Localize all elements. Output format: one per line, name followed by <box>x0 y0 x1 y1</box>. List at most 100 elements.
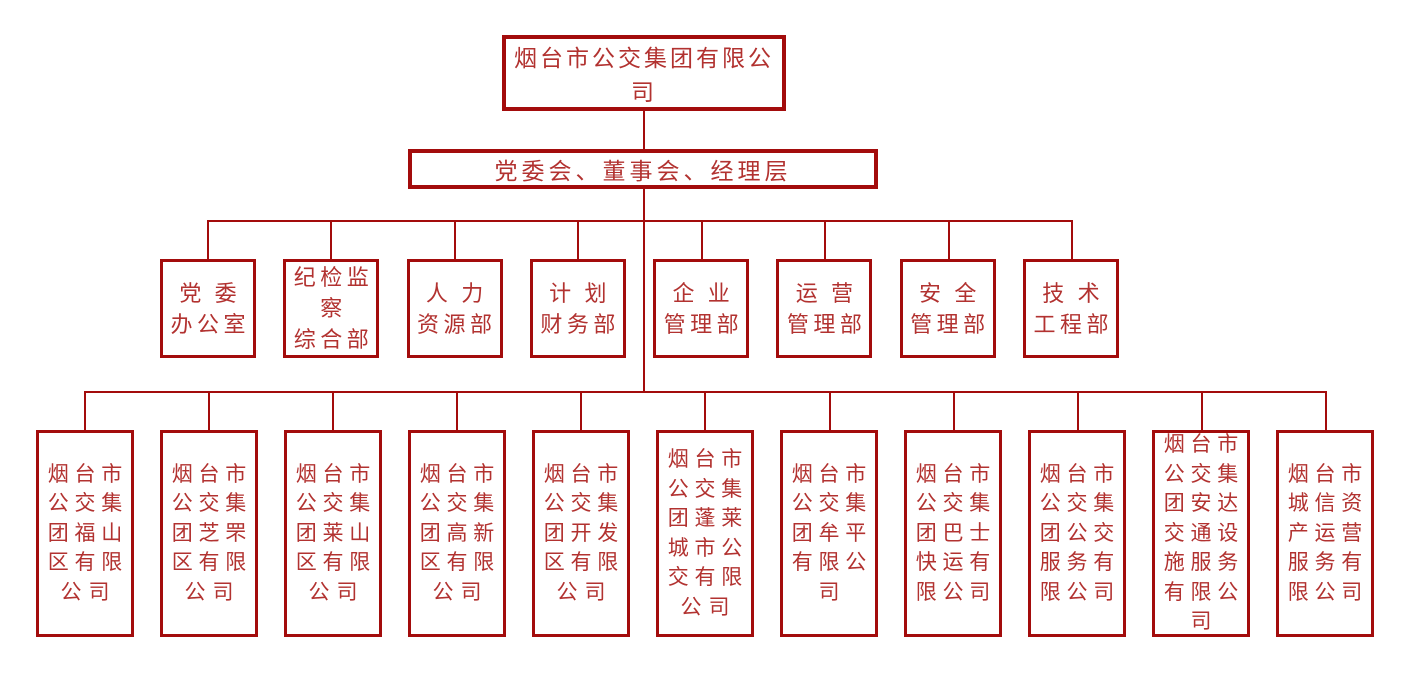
node-text-line: 公交集 <box>47 491 123 516</box>
node-text-line: 察 <box>320 296 343 321</box>
node-text-line: 公司 <box>308 579 358 604</box>
node-text-line: 团蓬莱 <box>667 506 743 530</box>
connector-drop <box>456 393 459 430</box>
node-text-line: 企业 <box>672 280 730 306</box>
subsidiary-node: 烟台市公交集团莱山区有限公司 <box>284 430 382 637</box>
node-text-line: 运营 <box>795 280 854 306</box>
node-text-line: 交通设 <box>1163 520 1239 545</box>
connector-drop <box>1200 393 1203 430</box>
connector-drop <box>580 393 583 430</box>
org-node-governance-label: 党委会、董事会、经理层 <box>494 159 792 184</box>
connector-drop <box>824 222 827 259</box>
node-text-line: 司 <box>818 579 840 604</box>
node-text-line: 区有限 <box>47 550 123 575</box>
node-text-line: 团公交 <box>1039 520 1115 545</box>
node-text-line: 施服务 <box>1163 550 1239 575</box>
node-text-line: 服务有 <box>1287 550 1363 575</box>
node-text-line: 公司 <box>680 594 730 619</box>
connector-root-governance <box>643 110 645 149</box>
department-node: 计划财务部 <box>529 259 626 358</box>
connector-drop <box>207 222 209 259</box>
connector-department-drops <box>207 222 1073 259</box>
node-text-line: 烟台市 <box>1287 461 1363 486</box>
node-text-line: 管理部 <box>910 311 986 337</box>
node-text-line: 团高新 <box>419 520 495 545</box>
node-text-line: 团芝罘 <box>171 520 247 545</box>
node-text-line: 公交集 <box>1039 491 1115 516</box>
node-text-line: 管理部 <box>663 311 739 337</box>
connector-departments-hline <box>207 220 1073 222</box>
department-node: 纪检监察综合部 <box>283 259 380 358</box>
node-text-line: 公司 <box>556 579 606 604</box>
node-text-line: 公交集 <box>915 491 991 516</box>
node-text-line: 城信资 <box>1287 491 1363 516</box>
node-text-line: 烟台市 <box>295 461 371 486</box>
subsidiary-node: 烟台市公交集团牟平有限公司 <box>780 430 878 637</box>
node-text-line: 团巴士 <box>915 520 991 545</box>
subsidiary-node: 烟台市公交集团芝罘区有限公司 <box>160 430 258 637</box>
node-text-line: 团开发 <box>543 520 619 545</box>
node-text-line: 限公司 <box>1287 579 1363 604</box>
node-text-line: 城市公 <box>667 535 743 560</box>
subsidiaries-row: 烟台市公交集团福山区有限公司烟台市公交集团芝罘区有限公司烟台市公交集团莱山区有限… <box>36 430 1374 637</box>
node-text-line: 团莱山 <box>295 520 371 545</box>
node-text-line: 烟台市 <box>171 461 247 486</box>
connector-drop <box>330 222 333 259</box>
connector-drop <box>332 393 335 430</box>
node-text-line: 公交集 <box>171 491 247 516</box>
subsidiary-node: 烟台市公交集团开发区有限公司 <box>532 430 630 637</box>
subsidiary-node: 烟台市公交集团安达交通设施服务有限公司 <box>1152 430 1250 637</box>
node-text-line: 公交集 <box>543 491 619 516</box>
node-text-line: 技术 <box>1042 280 1100 306</box>
node-text-line: 区有限 <box>171 550 247 575</box>
org-node-root: 烟台市公交集团有限公司 <box>502 35 786 111</box>
node-text-line: 公交集 <box>295 491 371 516</box>
connector-subsidiaries-hline <box>84 391 1327 393</box>
connector-drop <box>208 393 211 430</box>
connector-drop <box>1070 222 1073 259</box>
node-text-line: 烟台市 <box>543 461 619 486</box>
department-node: 人力资源部 <box>406 259 503 358</box>
connector-drop <box>828 393 831 430</box>
department-node: 党委办公室 <box>160 259 256 358</box>
node-text-line: 烟台市 <box>1039 461 1115 486</box>
departments-row: 党委办公室纪检监察综合部人力资源部计划财务部企业管理部运营管理部安全管理部技术工… <box>160 259 1119 358</box>
node-text-line: 公交集 <box>1163 461 1239 486</box>
connector-drop <box>1076 393 1079 430</box>
node-text-line: 公司 <box>432 579 482 604</box>
department-node: 安全管理部 <box>899 259 996 358</box>
node-text-line: 限公司 <box>1039 579 1115 604</box>
node-text-line: 资源部 <box>417 311 493 337</box>
connector-subsidiary-drops <box>84 393 1327 430</box>
node-text-line: 工程部 <box>1033 311 1109 337</box>
node-text-line: 区有限 <box>419 550 495 575</box>
department-node: 运营管理部 <box>776 259 873 358</box>
node-text-line: 司 <box>1190 609 1212 634</box>
node-text-line: 公交集 <box>791 491 867 516</box>
node-text-line: 公司 <box>60 579 110 604</box>
node-text-line: 公交集 <box>419 491 495 516</box>
connector-drop <box>453 222 456 259</box>
node-text-line: 服务有 <box>1039 550 1115 575</box>
connector-drop <box>1324 393 1327 430</box>
node-text-line: 限公司 <box>915 579 991 604</box>
node-text-line: 烟台市 <box>667 447 743 471</box>
node-text-line: 团牟平 <box>791 520 867 545</box>
org-node-root-label: 烟台市公交集团有限公司 <box>514 46 774 105</box>
subsidiary-node: 烟台市公交集团蓬莱城市公交有限公司 <box>656 430 754 637</box>
connector-trunk <box>643 188 645 393</box>
node-text-line: 区有限 <box>295 550 371 575</box>
node-text-line: 公司 <box>184 579 234 604</box>
node-text-line: 有限公 <box>791 550 867 575</box>
connector-drop <box>700 222 703 259</box>
node-text-line: 区有限 <box>543 550 619 575</box>
connector-drop <box>577 222 580 259</box>
connector-drop <box>952 393 955 430</box>
department-node: 企业管理部 <box>653 259 750 358</box>
node-text-line: 团安达 <box>1163 491 1239 516</box>
subsidiary-node: 烟台市公交集团公交服务有限公司 <box>1028 430 1126 637</box>
connector-drop <box>704 393 707 430</box>
node-text-line: 烟台市 <box>1163 432 1239 457</box>
node-text-line: 纪检监 <box>293 265 369 290</box>
